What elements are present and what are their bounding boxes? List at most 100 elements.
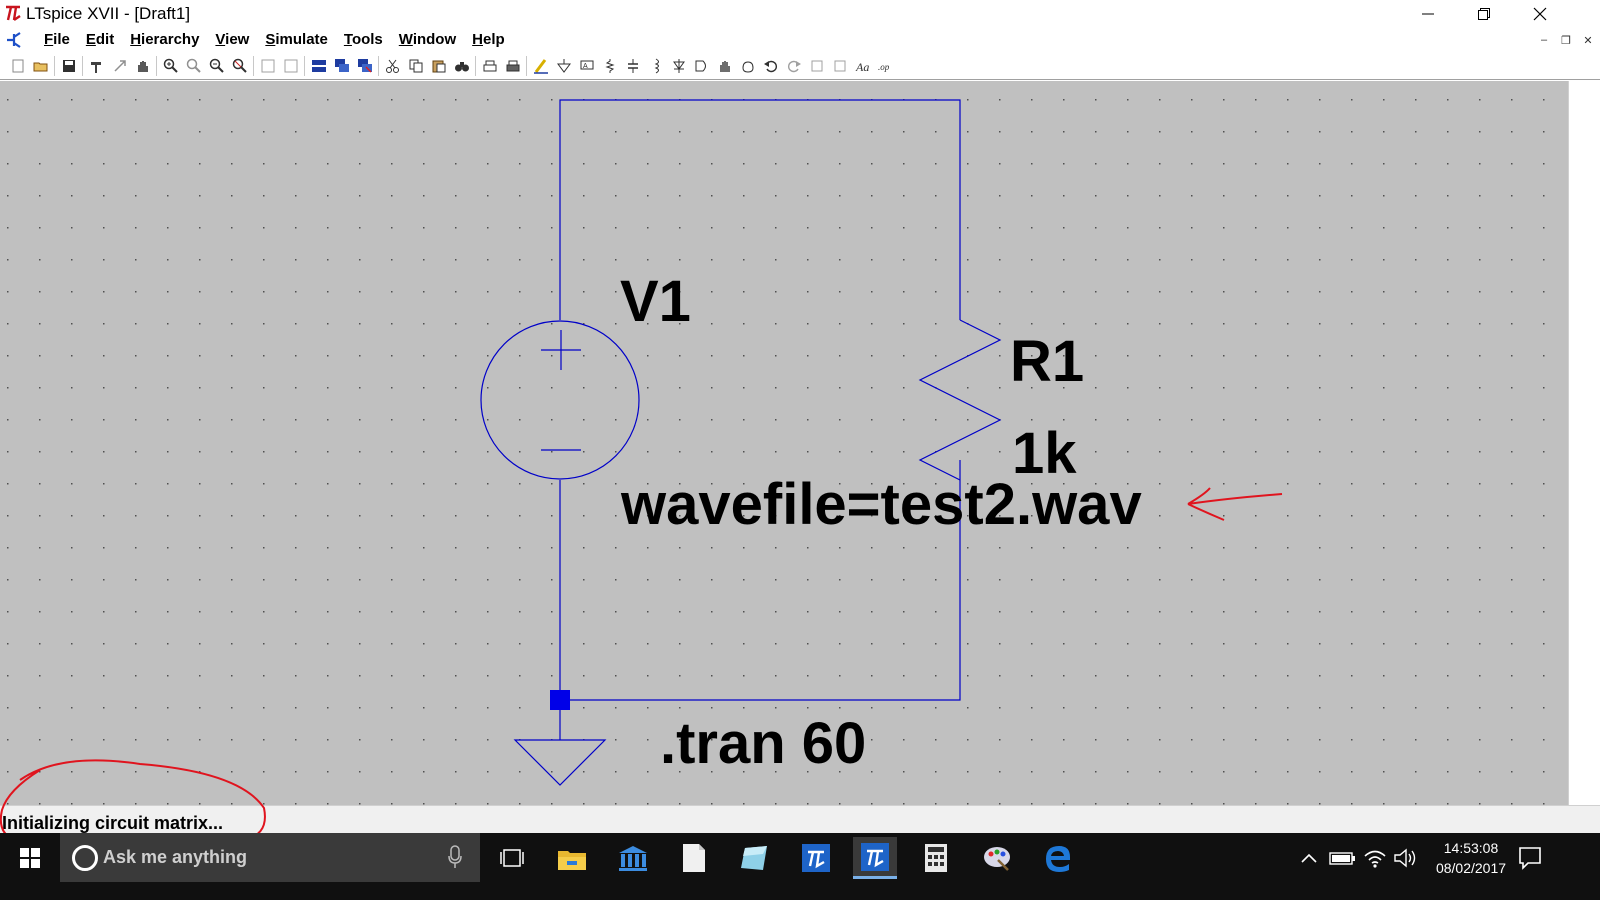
microphone-icon[interactable] <box>448 845 462 869</box>
volume-speaker-icon[interactable] <box>1392 848 1418 868</box>
inductor-icon[interactable] <box>644 54 667 77</box>
menu-window[interactable]: Window <box>391 31 464 48</box>
draw-wire-pencil-icon[interactable] <box>529 54 552 77</box>
menu-mnemonic: E <box>85 31 96 48</box>
tile-horizontal-icon[interactable] <box>256 54 279 77</box>
start-button[interactable] <box>0 833 60 882</box>
ground-icon[interactable] <box>552 54 575 77</box>
windows-logo-icon <box>20 847 40 868</box>
toolbar: A Aa .op <box>0 52 1600 80</box>
run-icon[interactable] <box>108 54 131 77</box>
restore-button[interactable] <box>1456 0 1512 28</box>
battery-icon[interactable] <box>1328 850 1358 866</box>
voltage-source-v1[interactable] <box>480 320 640 480</box>
tile-vertical-icon[interactable] <box>279 54 302 77</box>
node-junction[interactable] <box>550 690 570 710</box>
menu-label-rest: ierarchy <box>141 31 200 48</box>
title-bar: LTspice XVII - [Draft1] <box>0 0 1600 28</box>
rotate-icon[interactable] <box>805 54 828 77</box>
save-icon[interactable] <box>57 54 80 77</box>
tile-windows-icon[interactable] <box>307 54 330 77</box>
paste-icon[interactable] <box>427 54 450 77</box>
schematic-doc-icon[interactable] <box>4 30 24 50</box>
find-binoculars-icon[interactable] <box>450 54 473 77</box>
menu-mnemonic: W <box>398 31 413 48</box>
menu-tools[interactable]: Tools <box>336 31 391 48</box>
cut-scissors-icon[interactable] <box>381 54 404 77</box>
cortana-search-box[interactable]: Ask me anything <box>60 833 480 882</box>
mirror-icon[interactable] <box>828 54 851 77</box>
menu-label-rest: ile <box>53 31 70 48</box>
paint-palette-icon[interactable] <box>975 837 1019 879</box>
diode-icon[interactable] <box>667 54 690 77</box>
move-hand-icon[interactable] <box>713 54 736 77</box>
ltspice-xvii-taskbar-icon[interactable] <box>853 837 897 879</box>
menu-file[interactable]: File <box>36 31 78 48</box>
resistor-icon[interactable] <box>598 54 621 77</box>
redo-icon[interactable] <box>782 54 805 77</box>
v1-label[interactable]: V1 <box>620 269 691 334</box>
text-icon[interactable]: Aa <box>851 54 874 77</box>
windows-taskbar: Ask me anything 14:53:08 <box>0 833 1600 900</box>
wire-top[interactable] <box>559 99 961 320</box>
minimize-button[interactable] <box>1400 0 1456 28</box>
task-view-icon[interactable] <box>490 837 534 879</box>
pan-hand-icon[interactable] <box>131 54 154 77</box>
r1-label[interactable]: R1 <box>1010 329 1085 394</box>
vertical-scroll-area <box>1568 81 1600 805</box>
menu-hierarchy[interactable]: Hierarchy <box>122 31 207 48</box>
close-button[interactable] <box>1512 0 1568 28</box>
menu-mnemonic: H <box>130 31 142 48</box>
pan-zoom-icon[interactable] <box>182 54 205 77</box>
show-hidden-icons-chevron-icon[interactable] <box>1298 850 1320 866</box>
schematic-canvas[interactable]: V1 R1 1k wavefile=test2.wav .tran 60 <box>0 81 1568 805</box>
close-windows-icon[interactable] <box>353 54 376 77</box>
doc-restore-icon[interactable]: ❐ <box>1561 34 1571 47</box>
taskbar-clock[interactable]: 14:53:08 08/02/2017 <box>1426 838 1516 878</box>
doc-minimize-icon[interactable]: – <box>1540 34 1548 46</box>
menu-label-rest: elp <box>482 31 505 48</box>
close-icon <box>1533 7 1547 21</box>
label-net-icon[interactable]: A <box>575 54 598 77</box>
menu-label-rest: dit <box>95 31 115 48</box>
window-title: LTspice XVII - [Draft1] <box>26 4 191 23</box>
doc-close-icon[interactable]: ✕ <box>1583 34 1593 47</box>
print-icon[interactable] <box>501 54 524 77</box>
component-icon[interactable] <box>690 54 713 77</box>
wifi-icon[interactable] <box>1362 848 1388 868</box>
ltspice-iv-taskbar-icon[interactable] <box>794 837 838 879</box>
zoom-fit-icon[interactable] <box>228 54 251 77</box>
new-schematic-icon[interactable] <box>6 54 29 77</box>
r1-value-label[interactable]: 1k <box>1012 421 1077 486</box>
control-panel-hammer-icon[interactable] <box>85 54 108 77</box>
library-building-icon[interactable] <box>611 837 655 879</box>
zoom-in-icon[interactable] <box>159 54 182 77</box>
wire-bottom[interactable] <box>559 460 961 701</box>
calculator-icon[interactable] <box>914 837 958 879</box>
tran-directive[interactable]: .tran 60 <box>660 711 867 776</box>
resistor-r1[interactable] <box>918 319 1002 481</box>
print-setup-icon[interactable] <box>478 54 501 77</box>
menu-simulate[interactable]: Simulate <box>257 31 336 48</box>
action-center-notification-icon[interactable] <box>1516 843 1544 871</box>
spice-directive-icon[interactable]: .op <box>874 54 897 77</box>
system-tray <box>1298 833 1418 882</box>
v1-value-label[interactable]: wavefile=test2.wav <box>621 472 1142 537</box>
undo-icon[interactable] <box>759 54 782 77</box>
menu-edit[interactable]: Edit <box>78 31 122 48</box>
ground-symbol[interactable] <box>513 739 607 786</box>
svg-text:A: A <box>583 63 588 70</box>
document-file-icon[interactable] <box>672 837 716 879</box>
ltspice-logo-icon <box>6 5 21 21</box>
zoom-out-icon[interactable] <box>205 54 228 77</box>
menu-view[interactable]: View <box>207 31 257 48</box>
cascade-windows-icon[interactable] <box>330 54 353 77</box>
drag-hand-icon[interactable] <box>736 54 759 77</box>
edge-browser-icon[interactable] <box>1036 837 1080 879</box>
3d-app-icon[interactable] <box>732 837 776 879</box>
file-explorer-icon[interactable] <box>550 837 594 879</box>
open-folder-icon[interactable] <box>29 54 52 77</box>
menu-help[interactable]: Help <box>464 31 513 48</box>
capacitor-icon[interactable] <box>621 54 644 77</box>
copy-icon[interactable] <box>404 54 427 77</box>
